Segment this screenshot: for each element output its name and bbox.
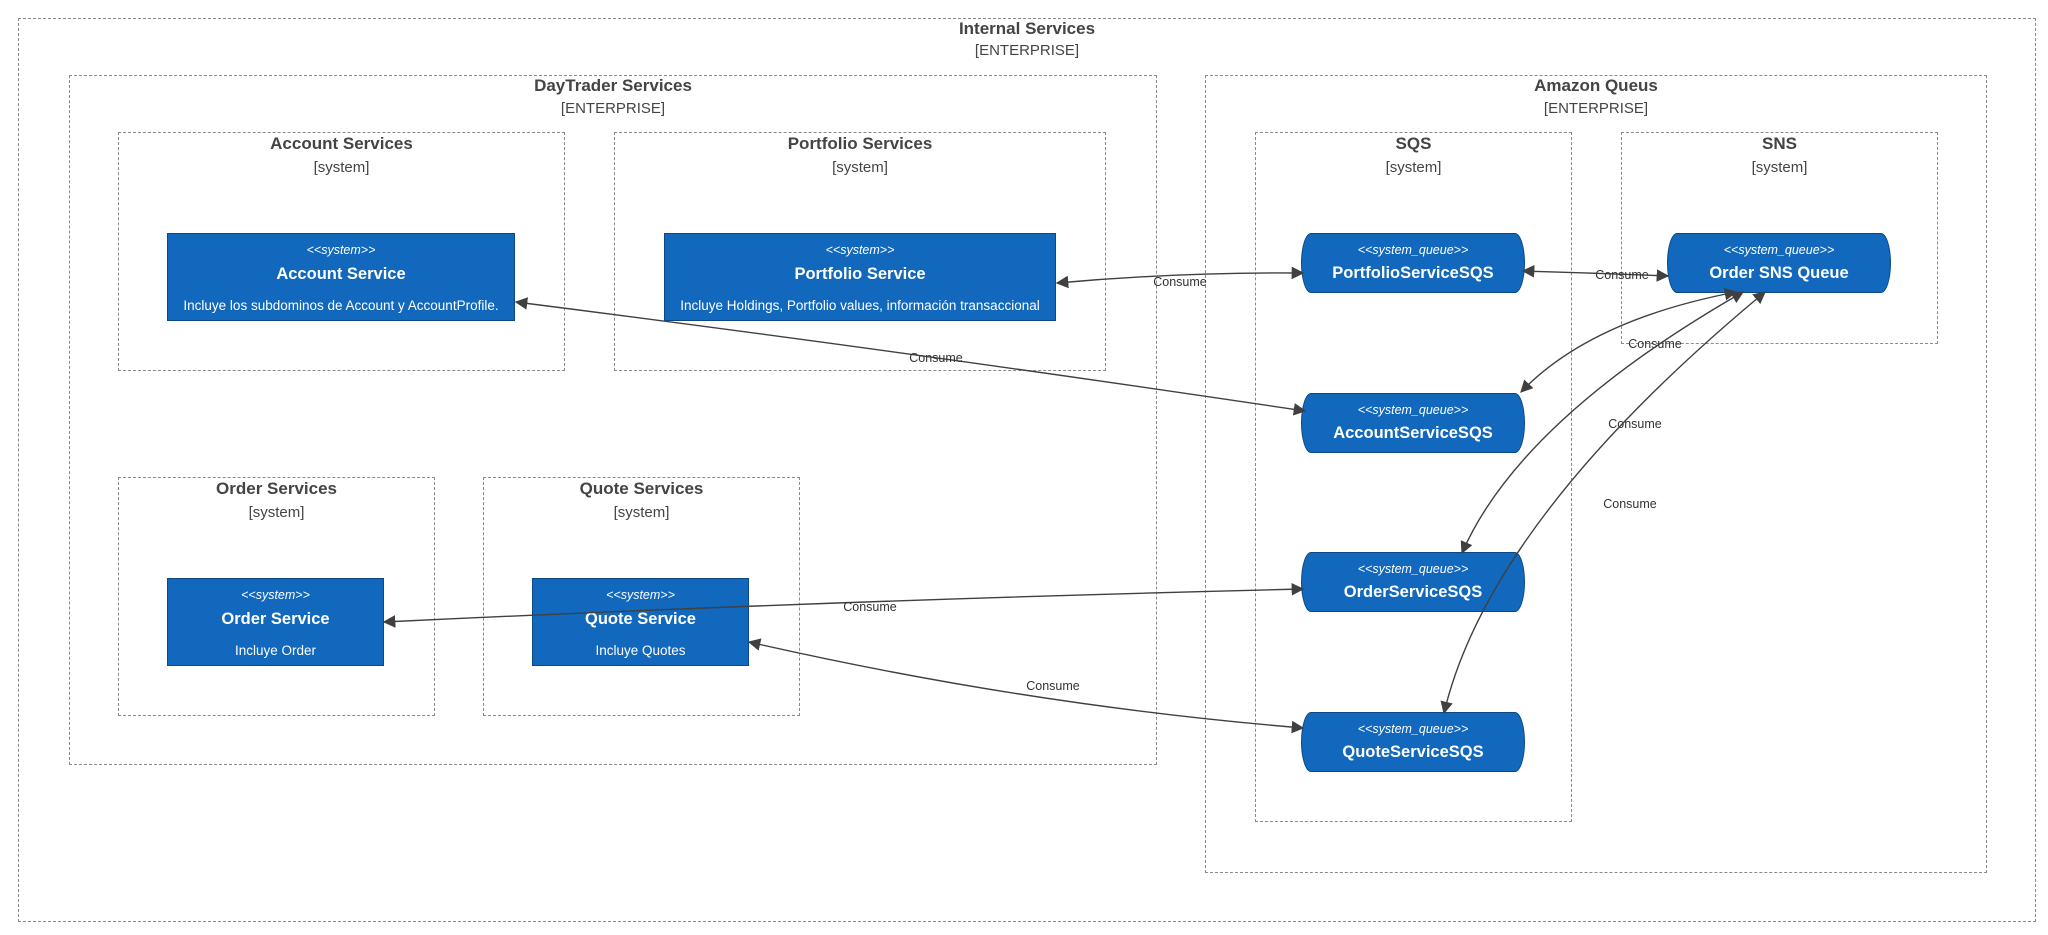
relation-label: Consume bbox=[1608, 417, 1662, 431]
account-services-boundary: Account Services [system] bbox=[118, 132, 565, 371]
node-name: Order Service bbox=[221, 610, 330, 628]
order-sns-queue-node[interactable]: <<system_queue>> Order SNS Queue bbox=[1667, 233, 1891, 293]
relation-label: Consume bbox=[1628, 337, 1682, 351]
portfolio-service-sqs-node[interactable]: <<system_queue>> PortfolioServiceSQS bbox=[1301, 233, 1525, 293]
boundary-type: [ENTERPRISE] bbox=[560, 100, 666, 117]
daytrader-services-boundary: DayTrader Services [ENTERPRISE] bbox=[69, 75, 1157, 765]
node-name: Account Service bbox=[276, 265, 406, 283]
boundary-title: Quote Services bbox=[579, 479, 704, 498]
relation-label: Consume bbox=[843, 600, 897, 614]
boundary-title: Amazon Queus bbox=[1534, 76, 1658, 95]
boundary-title: Account Services bbox=[270, 134, 413, 153]
relation-label: Consume bbox=[1595, 268, 1649, 282]
boundary-title: SQS bbox=[1395, 134, 1432, 153]
node-stereotype: <<system_queue>> bbox=[1357, 722, 1469, 736]
node-description: Incluye los subdominos de Account y Acco… bbox=[183, 298, 499, 313]
boundary-type: [system] bbox=[313, 159, 370, 176]
boundary-type: [system] bbox=[248, 504, 305, 521]
boundary-type: [system] bbox=[1385, 159, 1442, 176]
boundary-type: [ENTERPRISE] bbox=[974, 42, 1080, 59]
relation-label: Consume bbox=[909, 351, 963, 365]
boundary-title: DayTrader Services bbox=[534, 76, 692, 95]
quote-service-sqs-node[interactable]: <<system_queue>> QuoteServiceSQS bbox=[1301, 712, 1525, 772]
node-description: Incluye Quotes bbox=[595, 643, 686, 658]
node-description: Incluye Order bbox=[234, 643, 317, 658]
node-stereotype: <<system_queue>> bbox=[1357, 243, 1469, 257]
relation-order-service-order-sqs: Consume bbox=[382, 582, 1305, 628]
relation-order-sns-account-sqs: Consume bbox=[1520, 287, 1738, 393]
amazon-queus-boundary: Amazon Queus [ENTERPRISE] bbox=[1205, 75, 1987, 873]
boundary-title: Portfolio Services bbox=[787, 134, 933, 153]
boundary-type: [ENTERPRISE] bbox=[1543, 100, 1649, 117]
order-service-node[interactable]: <<system>> Order Service Incluye Order bbox=[167, 578, 384, 666]
node-stereotype: <<system>> bbox=[241, 588, 310, 602]
relation-label: Consume bbox=[1026, 679, 1080, 693]
relation-order-sns-quote-sqs: Consume bbox=[1440, 291, 1766, 715]
relation-order-sns-order-sqs: Consume bbox=[1460, 291, 1745, 555]
node-name: Portfolio Service bbox=[794, 265, 926, 283]
boundary-title: SNS bbox=[1762, 134, 1797, 153]
relation-label: Consume bbox=[1153, 275, 1207, 289]
order-services-boundary: Order Services [system] bbox=[118, 477, 435, 716]
boundary-title: Order Services bbox=[216, 479, 337, 498]
sns-boundary: SNS [system] bbox=[1621, 132, 1938, 344]
boundary-type: [system] bbox=[832, 159, 888, 176]
node-name: QuoteServiceSQS bbox=[1342, 743, 1484, 761]
relation-label: Consume bbox=[1603, 497, 1657, 511]
boundary-type: [system] bbox=[1751, 159, 1808, 176]
node-stereotype: <<system>> bbox=[306, 243, 376, 257]
relation-portfolio-service-portfolio-sqs: Consume bbox=[1055, 266, 1305, 289]
internal-services-boundary: Internal Services [ENTERPRISE] bbox=[18, 18, 2036, 922]
node-stereotype: <<system>> bbox=[825, 243, 895, 257]
boundary-type: [system] bbox=[613, 504, 670, 521]
relation-portfolio-sqs-order-sns: Consume bbox=[1521, 265, 1670, 282]
boundary-title: Internal Services bbox=[958, 19, 1096, 38]
node-name: Order SNS Queue bbox=[1709, 264, 1849, 282]
relation-quote-service-quote-sqs: Consume bbox=[747, 638, 1305, 734]
relation-account-service-account-sqs: Consume bbox=[514, 297, 1307, 416]
node-stereotype: <<system_queue>> bbox=[1723, 243, 1835, 257]
node-name: PortfolioServiceSQS bbox=[1332, 264, 1494, 282]
account-service-node[interactable]: <<system>> Account Service Incluye los s… bbox=[167, 233, 515, 321]
